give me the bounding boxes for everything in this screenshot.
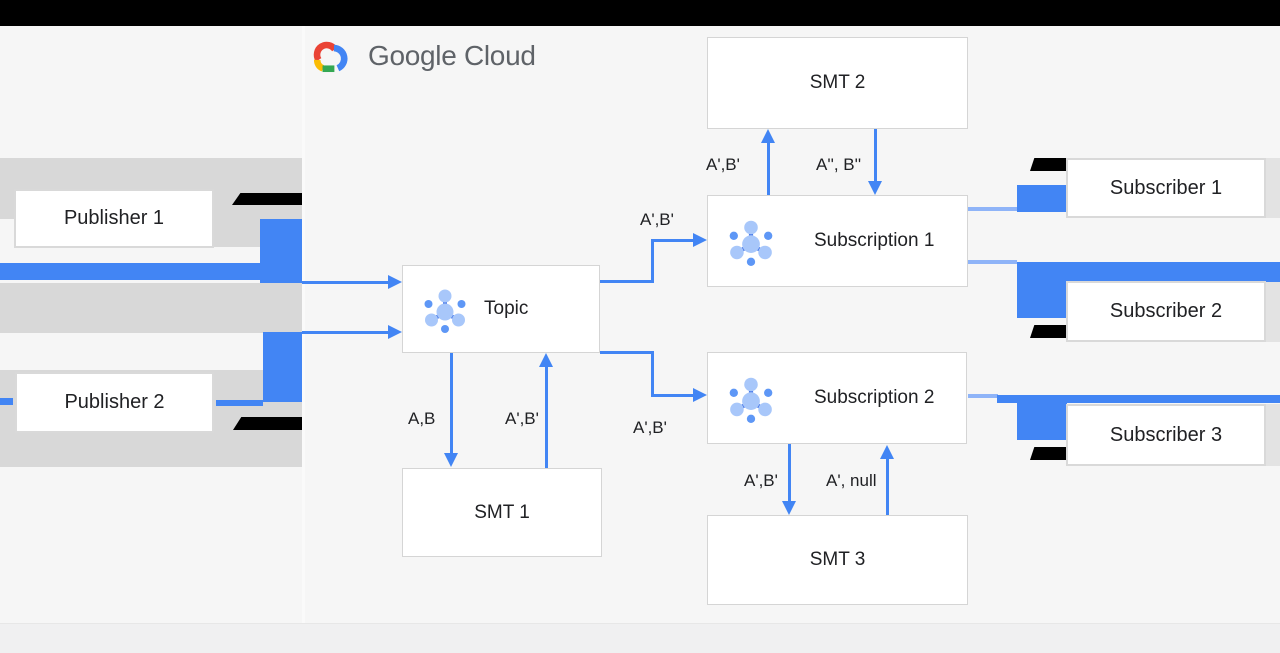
node-publisher-2: Publisher 2 xyxy=(15,372,214,433)
edge-topic-sub2-seg2 xyxy=(651,351,654,397)
subscription-2-label: Subscription 2 xyxy=(814,387,935,408)
edge-topic-sub2-seg1 xyxy=(600,351,654,354)
edge-label-smt3-sub2: A', null xyxy=(826,471,877,490)
edge-smt1-topic-line xyxy=(545,367,548,468)
magnified-arrow-shaft-right-3 xyxy=(997,395,1280,403)
magnified-arrow-block-left-1 xyxy=(260,219,302,283)
magnified-arrow-shaft-right-2 xyxy=(1017,262,1280,282)
publisher-2-label: Publisher 2 xyxy=(64,391,165,413)
smt-1-label: SMT 1 xyxy=(474,501,530,523)
subscription-1-label: Subscription 1 xyxy=(814,230,935,251)
magnified-arrow-block-left-2 xyxy=(263,332,302,402)
pubsub-topic-icon xyxy=(421,285,469,333)
node-smt-2: SMT 2 xyxy=(707,37,968,129)
google-cloud-icon xyxy=(308,38,352,74)
left-gray-band-1b xyxy=(214,219,260,247)
bottom-band xyxy=(0,623,1280,653)
pubsub-subscription-icon xyxy=(726,216,776,266)
subscriber-1-label: Subscriber 1 xyxy=(1109,176,1223,199)
edge-topic-sub2-seg3 xyxy=(654,394,693,397)
edge-label-smt2-sub1: A'', B'' xyxy=(816,155,862,174)
edge-topic-sub1-seg3 xyxy=(654,239,693,242)
right-gray-strip-1 xyxy=(1266,158,1280,218)
edge-topic-sub1-seg2 xyxy=(651,239,654,283)
edge-topic-smt1-arrowhead xyxy=(444,453,458,467)
edge-topic-sub2-arrowhead xyxy=(693,388,707,402)
edge-label-smt1-topic: A',B' xyxy=(505,409,539,428)
edge-publisher1-topic-line xyxy=(302,281,388,284)
magnified-arrow-block-right-1 xyxy=(1017,185,1067,212)
node-smt-1: SMT 1 xyxy=(402,468,602,557)
magnified-arrow-shaft-left-1 xyxy=(0,263,260,280)
node-subscription-1: Subscription 1 xyxy=(707,195,968,287)
edge-label-sub2-smt3: A',B' xyxy=(744,471,778,490)
edge-sub1-subscriber1-line xyxy=(968,207,1017,211)
edge-topic-sub1-arrowhead xyxy=(693,233,707,247)
edge-label-topic-smt1: A,B xyxy=(408,409,436,428)
edge-publisher2-topic-line xyxy=(302,331,388,334)
magnified-text-fragment-2 xyxy=(233,417,302,430)
smt-2-label: SMT 2 xyxy=(809,72,866,93)
edge-label-sub1-smt2: A',B' xyxy=(706,155,740,174)
edge-publisher1-topic-arrowhead xyxy=(388,275,402,289)
node-subscriber-2: Subscriber 2 xyxy=(1066,281,1266,342)
right-gray-strip-2 xyxy=(1266,281,1280,342)
magnified-arrow-block-right-3 xyxy=(1017,395,1067,440)
google-cloud-wordmark: Google Cloud xyxy=(368,40,536,71)
subscriber-3-label: Subscriber 3 xyxy=(1109,423,1223,446)
edge-smt3-sub2-arrowhead xyxy=(880,445,894,459)
pubsub-subscription-icon xyxy=(726,373,776,423)
edge-smt1-topic-arrowhead xyxy=(539,353,553,367)
edge-smt2-sub1-arrowhead xyxy=(868,181,882,195)
left-gray-band-2 xyxy=(0,283,302,333)
edge-sub2-subscriber3-line xyxy=(968,394,998,398)
node-smt-3: SMT 3 xyxy=(707,515,968,605)
magnified-text-fragment-5 xyxy=(1030,447,1066,460)
node-subscriber-3: Subscriber 3 xyxy=(1066,404,1266,466)
edge-label-topic-sub1: A',B' xyxy=(640,210,674,229)
node-topic: Topic xyxy=(402,265,600,353)
node-subscriber-1: Subscriber 1 xyxy=(1066,158,1266,218)
magnified-arrow-stub-left xyxy=(0,398,13,405)
edge-sub1-subscriber2-line xyxy=(968,260,1017,264)
smt-3-label: SMT 3 xyxy=(809,549,866,570)
top-black-bar xyxy=(0,0,1280,26)
right-gray-strip-3 xyxy=(1266,404,1280,466)
edge-publisher2-topic-arrowhead xyxy=(388,325,402,339)
panel-seam-line xyxy=(302,26,305,623)
magnified-text-fragment-3 xyxy=(1030,158,1066,171)
edge-sub2-smt3-arrowhead xyxy=(782,501,796,515)
edge-sub1-smt2-arrowhead xyxy=(761,129,775,143)
magnified-arrow-block-right-2 xyxy=(1017,262,1067,318)
edge-sub2-smt3-line xyxy=(788,444,791,501)
topic-label: Topic xyxy=(484,298,529,319)
publisher-1-label: Publisher 1 xyxy=(63,207,165,229)
magnified-text-fragment-4 xyxy=(1030,325,1066,338)
edge-label-topic-sub2: A',B' xyxy=(633,418,667,437)
edge-smt3-sub2-line xyxy=(886,459,889,515)
node-subscription-2: Subscription 2 xyxy=(707,352,967,444)
magnified-arrow-seg-left xyxy=(216,400,263,406)
edge-sub1-smt2-line xyxy=(767,143,770,195)
edge-topic-smt1-line xyxy=(450,353,453,454)
edge-topic-sub1-seg1 xyxy=(600,280,654,283)
edge-smt2-sub1-line xyxy=(874,129,877,182)
magnified-text-fragment-1 xyxy=(232,193,302,205)
node-publisher-1: Publisher 1 xyxy=(14,189,214,248)
subscriber-2-label: Subscriber 2 xyxy=(1109,300,1223,322)
google-cloud-logo: Google Cloud xyxy=(308,38,536,74)
